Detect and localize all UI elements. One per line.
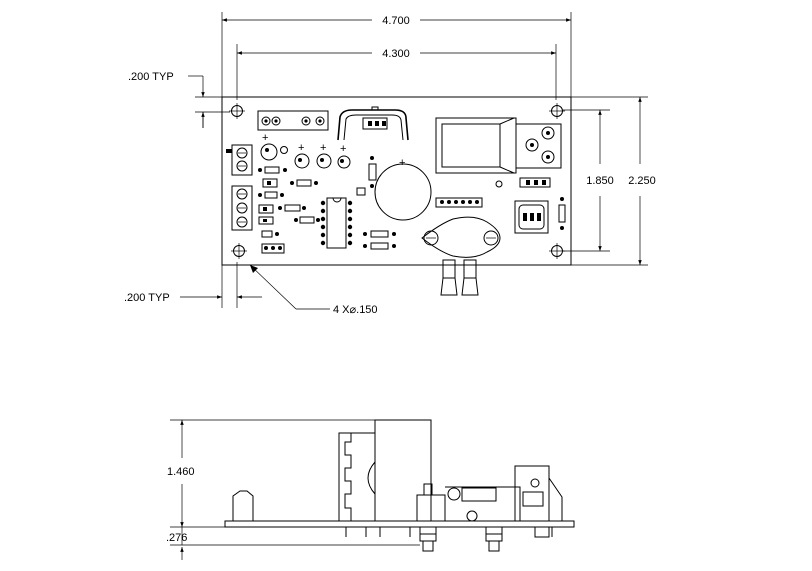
- side-terminal-block: [232, 490, 254, 521]
- svg-text:+: +: [262, 132, 268, 144]
- hole-callout-label: 4 X⌀.150: [333, 304, 378, 316]
- left-terminal-block-upper: [226, 144, 253, 176]
- pressure-sensor: [421, 216, 501, 296]
- svg-text:+: +: [399, 157, 405, 169]
- svg-text:+: +: [320, 142, 326, 154]
- svg-text:+: +: [340, 143, 346, 155]
- left-terminal-block-lower: [231, 185, 253, 231]
- side-heatsink: [338, 432, 375, 537]
- overall-width-label: 4.700: [382, 15, 410, 27]
- dimension-overall-width: 4.700: [222, 15, 571, 27]
- top-connector-strip: [257, 110, 329, 131]
- svg-text:+: +: [298, 142, 304, 154]
- overall-height-label: 2.250: [628, 175, 656, 187]
- heatsink-bracket: [337, 106, 409, 141]
- board-offset-label: .276: [166, 532, 187, 544]
- dimension-hole-spacing-width: 4.300: [237, 48, 556, 60]
- large-capacitor: +: [374, 157, 432, 221]
- dimension-overall-height: 2.250: [628, 97, 656, 265]
- side-transformer: [367, 419, 432, 537]
- mounting-holes: [229, 103, 565, 259]
- capacitors: + + + +: [260, 132, 351, 169]
- edge-offset-top-label: .200 TYP: [128, 71, 174, 83]
- small-components: [258, 156, 551, 254]
- top-view: 4.700 4.300 .200 TYP .200 TYP: [124, 12, 656, 316]
- hole-callout: 4 X⌀.150: [249, 264, 378, 316]
- hole-spacing-height-label: 1.850: [586, 175, 614, 187]
- pcb-outline: [221, 96, 572, 266]
- side-view: 1.460 .276: [166, 419, 575, 560]
- dimension-component-height: 1.460: [167, 420, 195, 527]
- ic-chip: [320, 197, 353, 249]
- side-sensor: [416, 483, 521, 552]
- dimension-board-offset: .276: [166, 527, 187, 560]
- edge-offset-left-label: .200 TYP: [124, 292, 170, 304]
- sip-header: [435, 197, 483, 208]
- right-terminal-block: [515, 123, 562, 169]
- component-height-label: 1.460: [167, 466, 195, 478]
- right-connector: [514, 197, 566, 234]
- dimension-edge-offset-left: .200 TYP: [124, 262, 262, 308]
- dimension-edge-offset-top: .200 TYP: [128, 71, 230, 128]
- dimension-hole-spacing-height: 1.850: [586, 110, 614, 251]
- pcb-side: [224, 520, 575, 528]
- hole-spacing-width-label: 4.300: [382, 48, 410, 60]
- side-right-connector: [514, 465, 563, 538]
- transformer: [435, 117, 517, 174]
